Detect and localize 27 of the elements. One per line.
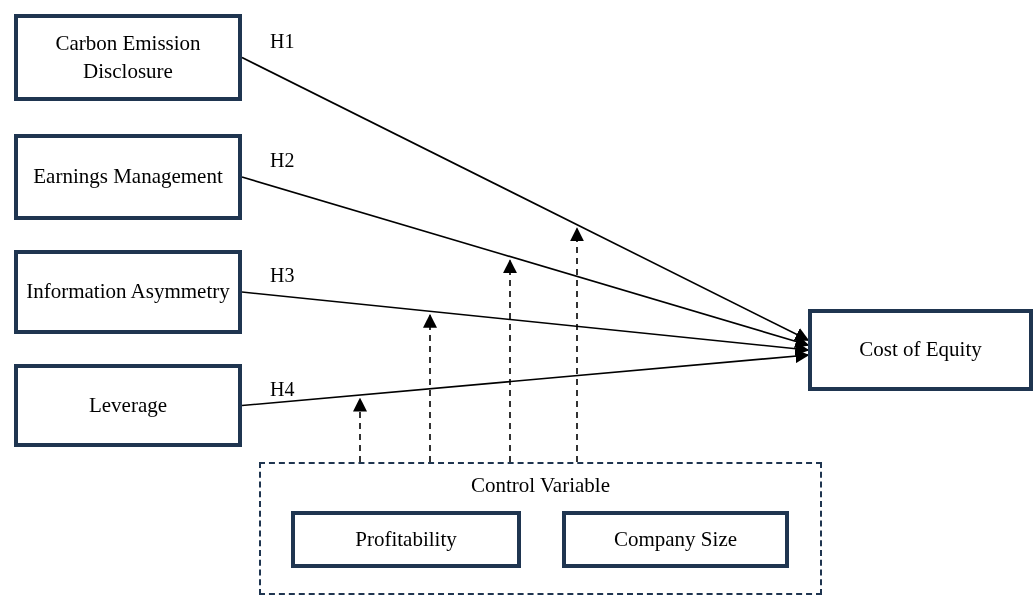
variable-label: Information Asymmetry: [25, 278, 231, 306]
arrow: [241, 176, 810, 349]
variable-label: Company Size: [612, 525, 739, 553]
variable-box: [14, 134, 242, 220]
variable-box: [14, 250, 242, 334]
variable-box: [808, 309, 1033, 391]
variable-box: [562, 511, 789, 568]
dashed-arrow: [353, 397, 367, 463]
variable-label: Profitability: [354, 525, 458, 553]
dashed-arrow: [570, 227, 584, 463]
variable-label: Carbon Emission Disclosure: [54, 30, 202, 85]
dashed-arrow: [503, 259, 517, 463]
variable-label: Earnings Management: [32, 163, 224, 191]
group-title: Control Variable: [470, 472, 611, 499]
dashed-group-box: [259, 462, 822, 595]
edge-label: H2: [270, 149, 295, 172]
arrow: [241, 56, 810, 341]
arrow: [241, 349, 810, 407]
variable-label: Leverage: [87, 391, 169, 419]
edge-label: H4: [270, 377, 295, 401]
edge-label: H1: [270, 29, 295, 53]
edge-label: H3: [270, 264, 295, 287]
variable-box: [14, 14, 242, 101]
variable-box: [14, 364, 242, 447]
variable-label: Cost of Equity: [858, 336, 983, 364]
variable-box: [291, 511, 521, 568]
dashed-arrow: [423, 313, 437, 463]
